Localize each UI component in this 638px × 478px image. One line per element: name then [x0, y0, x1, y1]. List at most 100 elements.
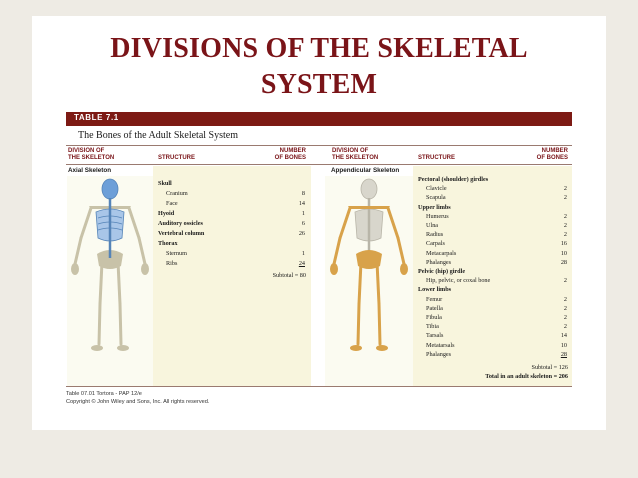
adult-skeleton-total: Total in an adult skeleton = 206	[485, 373, 568, 380]
bone-label: Femur	[426, 295, 443, 303]
right-hand	[141, 263, 149, 275]
division-header-line-2: THE SKELETON	[332, 155, 379, 161]
slide-title-line-1: DIVISIONS OF THE SKELETAL	[110, 33, 528, 64]
slide-title-line-2: SYSTEM	[260, 69, 378, 100]
bone-label: Face	[166, 200, 178, 207]
bone-label: Humerus	[426, 212, 449, 220]
bone-count: 16	[560, 240, 567, 248]
left-humerus	[338, 206, 352, 240]
bone-count: 2	[563, 323, 567, 331]
bone-label: Sternum	[166, 250, 187, 257]
division-header-line-1: DIVISION OF	[332, 148, 369, 154]
axial-table-panel	[153, 166, 311, 386]
bone-label: Tibia	[426, 323, 439, 331]
axial-division-header: DIVISION OF THE SKELETON	[68, 148, 114, 162]
left-forearm	[332, 236, 342, 266]
bone-label: Scapula	[426, 194, 446, 202]
bone-count: 24	[298, 260, 305, 267]
right-humerus	[386, 206, 400, 240]
table-label-bar: TABLE 7.1	[66, 112, 572, 126]
shoulder-girdle	[348, 206, 390, 209]
left-humerus	[79, 206, 93, 240]
bone-group-label: Pectoral (shoulder) girdles	[418, 176, 489, 183]
header-top-rule	[66, 145, 572, 146]
bone-group-label: Hyoid	[158, 210, 175, 217]
number-header-line-1: NUMBER	[279, 148, 306, 154]
appendicular-number-header: NUMBER OF BONES	[524, 148, 568, 162]
division-header-line-2: THE SKELETON	[68, 155, 115, 161]
appendicular-subtotal: Subtotal = 126	[531, 364, 569, 371]
left-foot	[91, 345, 103, 351]
number-header-line-1: NUMBER	[541, 148, 568, 154]
bone-count: 8	[301, 190, 305, 197]
bone-count: 10	[560, 249, 567, 257]
bone-label: Metatarsals	[426, 341, 455, 349]
bone-group-label: Auditory ossicles	[158, 220, 203, 227]
table-label: TABLE 7.1	[74, 113, 119, 122]
bone-count: 2	[563, 277, 567, 285]
bone-count: 6	[301, 220, 305, 227]
left-tibia	[97, 302, 102, 346]
bone-label: Hip, pelvic, or coxal bone	[426, 277, 491, 285]
axial-subtotal: Subtotal = 80	[272, 272, 306, 279]
bone-label: Cranium	[166, 190, 188, 197]
appendicular-skeleton-heading: Appendicular Skeleton	[331, 167, 400, 174]
bone-label: Phalanges	[426, 350, 452, 358]
bone-group-label: Skull	[158, 180, 172, 187]
bone-label: Ulna	[426, 222, 439, 229]
skull	[101, 178, 119, 200]
right-forearm	[137, 236, 147, 266]
left-foot	[350, 345, 362, 351]
right-femur	[375, 260, 381, 306]
number-header-line-2: OF BONES	[536, 155, 568, 161]
bone-count: 2	[563, 295, 567, 303]
bone-count: 14	[560, 332, 567, 340]
bone-count: 14	[298, 200, 305, 207]
right-humerus	[127, 206, 141, 240]
bone-group-label: Pelvic (hip) girdle	[418, 268, 466, 275]
axial-structure-header: STRUCTURE	[158, 155, 195, 161]
bone-label: Radius	[426, 231, 444, 239]
left-forearm	[73, 236, 83, 266]
axial-skeleton-figure	[71, 178, 149, 351]
appendicular-table-panel	[413, 166, 572, 386]
table-bottom-rule	[66, 386, 572, 387]
bone-count: 2	[563, 222, 567, 229]
bone-label: Phalanges	[426, 258, 452, 266]
table-caption: The Bones of the Adult Skeletal System	[78, 130, 238, 141]
skull	[360, 178, 378, 200]
bone-count: 2	[563, 194, 567, 202]
bone-count: 2	[563, 231, 567, 239]
number-header-line-2: OF BONES	[274, 155, 306, 161]
appendicular-skeleton-figure	[330, 178, 408, 351]
bone-count: 2	[563, 212, 567, 220]
bone-count: 2	[563, 304, 567, 312]
right-foot	[117, 345, 129, 351]
right-femur	[116, 260, 122, 306]
division-header-line-1: DIVISION OF	[68, 148, 105, 154]
axial-number-header: NUMBER OF BONES	[262, 148, 306, 162]
bone-label: Metacarpals	[426, 249, 457, 257]
pelvis	[356, 250, 382, 269]
left-hand	[330, 263, 338, 275]
appendicular-division-header: DIVISION OF THE SKELETON	[332, 148, 378, 162]
left-tibia	[356, 302, 361, 346]
bone-count: 1	[301, 210, 305, 217]
axial-skeleton-heading: Axial Skeleton	[68, 167, 112, 174]
right-forearm	[396, 236, 406, 266]
pelvis	[97, 250, 123, 269]
bone-count: 10	[560, 341, 567, 349]
bone-group-label: Vertebral column	[158, 230, 205, 237]
bone-label: Patella	[426, 304, 443, 312]
bone-count: 28	[560, 258, 567, 266]
bone-label: Ribs	[166, 260, 178, 267]
bone-group-label: Upper limbs	[418, 203, 451, 211]
bone-group-label: Thorax	[158, 240, 178, 247]
footer-source: Table 07.01 Tortora - PAP 12/e	[66, 391, 142, 397]
bone-count: 1	[301, 250, 305, 257]
left-femur	[98, 260, 104, 306]
bone-group-label: Lower limbs	[418, 286, 452, 294]
bone-count: 2	[563, 314, 567, 321]
right-foot	[376, 345, 388, 351]
header-bottom-rule	[66, 164, 572, 165]
